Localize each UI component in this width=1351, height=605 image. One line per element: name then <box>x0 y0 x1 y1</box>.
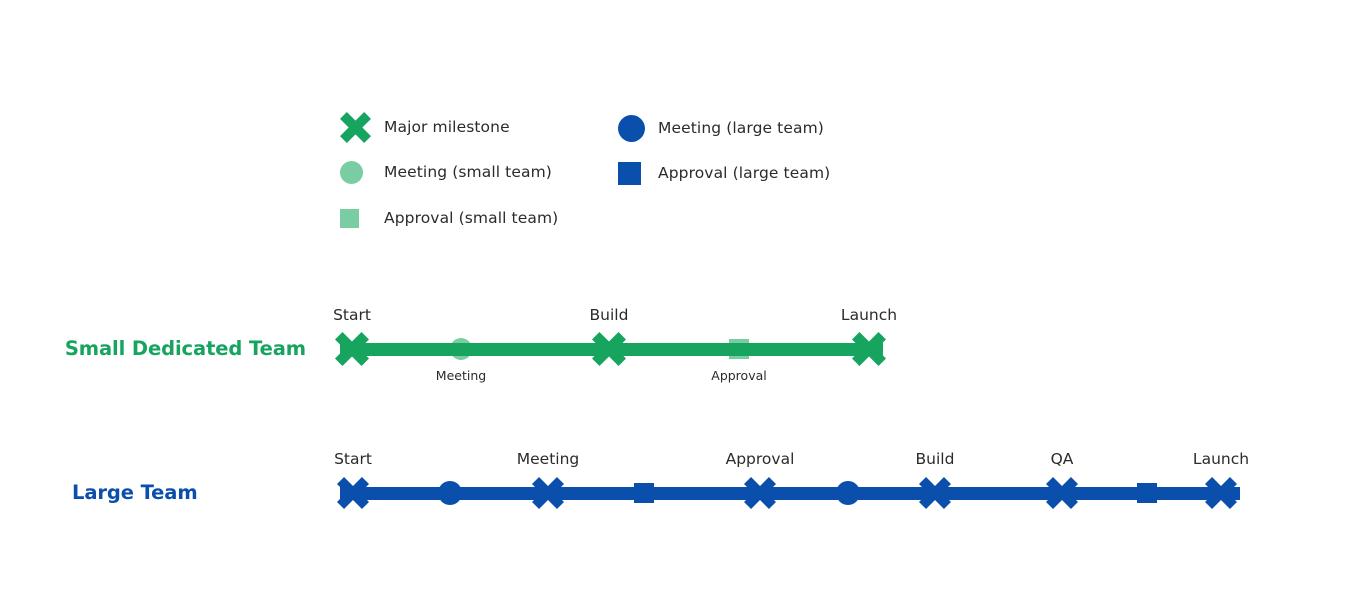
legend-item: Major milestone <box>340 111 510 143</box>
legend-item-label: Meeting (large team) <box>658 119 824 137</box>
circle-marker-icon <box>618 114 654 142</box>
timeline-event-label: Start <box>334 450 372 468</box>
timeline-event-label: Approval <box>711 368 767 383</box>
row-label-large-team: Large Team <box>72 481 198 504</box>
timeline-event-label: Launch <box>840 306 898 324</box>
timeline-event-label: Meeting <box>516 450 580 468</box>
timeline-event-label: Build <box>589 306 629 324</box>
timeline-marker-approval <box>634 483 654 503</box>
x-marker-icon <box>340 111 376 143</box>
circle-marker-icon <box>340 160 376 184</box>
timeline-marker-milestone <box>1205 477 1237 509</box>
legend-item: Approval (large team) <box>618 157 830 189</box>
timeline-marker-milestone <box>919 477 951 509</box>
timeline-event-label: Launch <box>1192 450 1250 468</box>
timeline-marker-meeting <box>438 481 462 505</box>
timeline-event-label: Start <box>333 306 371 324</box>
timeline-marker-milestone <box>1046 477 1078 509</box>
legend-item: Meeting (small team) <box>340 156 552 188</box>
timeline-event-label: Meeting <box>435 368 487 383</box>
timeline-event-label: QA <box>1050 450 1074 468</box>
timeline-track <box>340 486 1240 500</box>
row-label-small-team: Small Dedicated Team <box>64 337 306 360</box>
timeline-marker-meeting <box>836 481 860 505</box>
timeline-marker-milestone <box>744 477 776 509</box>
legend-item-label: Meeting (small team) <box>384 163 552 181</box>
legend-item: Approval (small team) <box>340 202 558 234</box>
timeline-event-label: Approval <box>725 450 795 468</box>
timeline-event-label: Build <box>915 450 955 468</box>
timeline-marker-approval <box>1137 483 1157 503</box>
square-marker-icon <box>340 208 376 228</box>
square-marker-icon <box>618 161 654 185</box>
timeline-marker-milestone <box>852 332 886 366</box>
timeline-marker-milestone <box>335 332 369 366</box>
legend-item-label: Approval (small team) <box>384 209 559 227</box>
legend-item-label: Major milestone <box>384 118 510 136</box>
timeline-marker-milestone <box>532 477 564 509</box>
timeline-marker-milestone <box>337 477 369 509</box>
legend-item-label: Approval (large team) <box>658 164 831 182</box>
legend-item: Meeting (large team) <box>618 112 824 144</box>
timeline-marker-milestone <box>592 332 626 366</box>
